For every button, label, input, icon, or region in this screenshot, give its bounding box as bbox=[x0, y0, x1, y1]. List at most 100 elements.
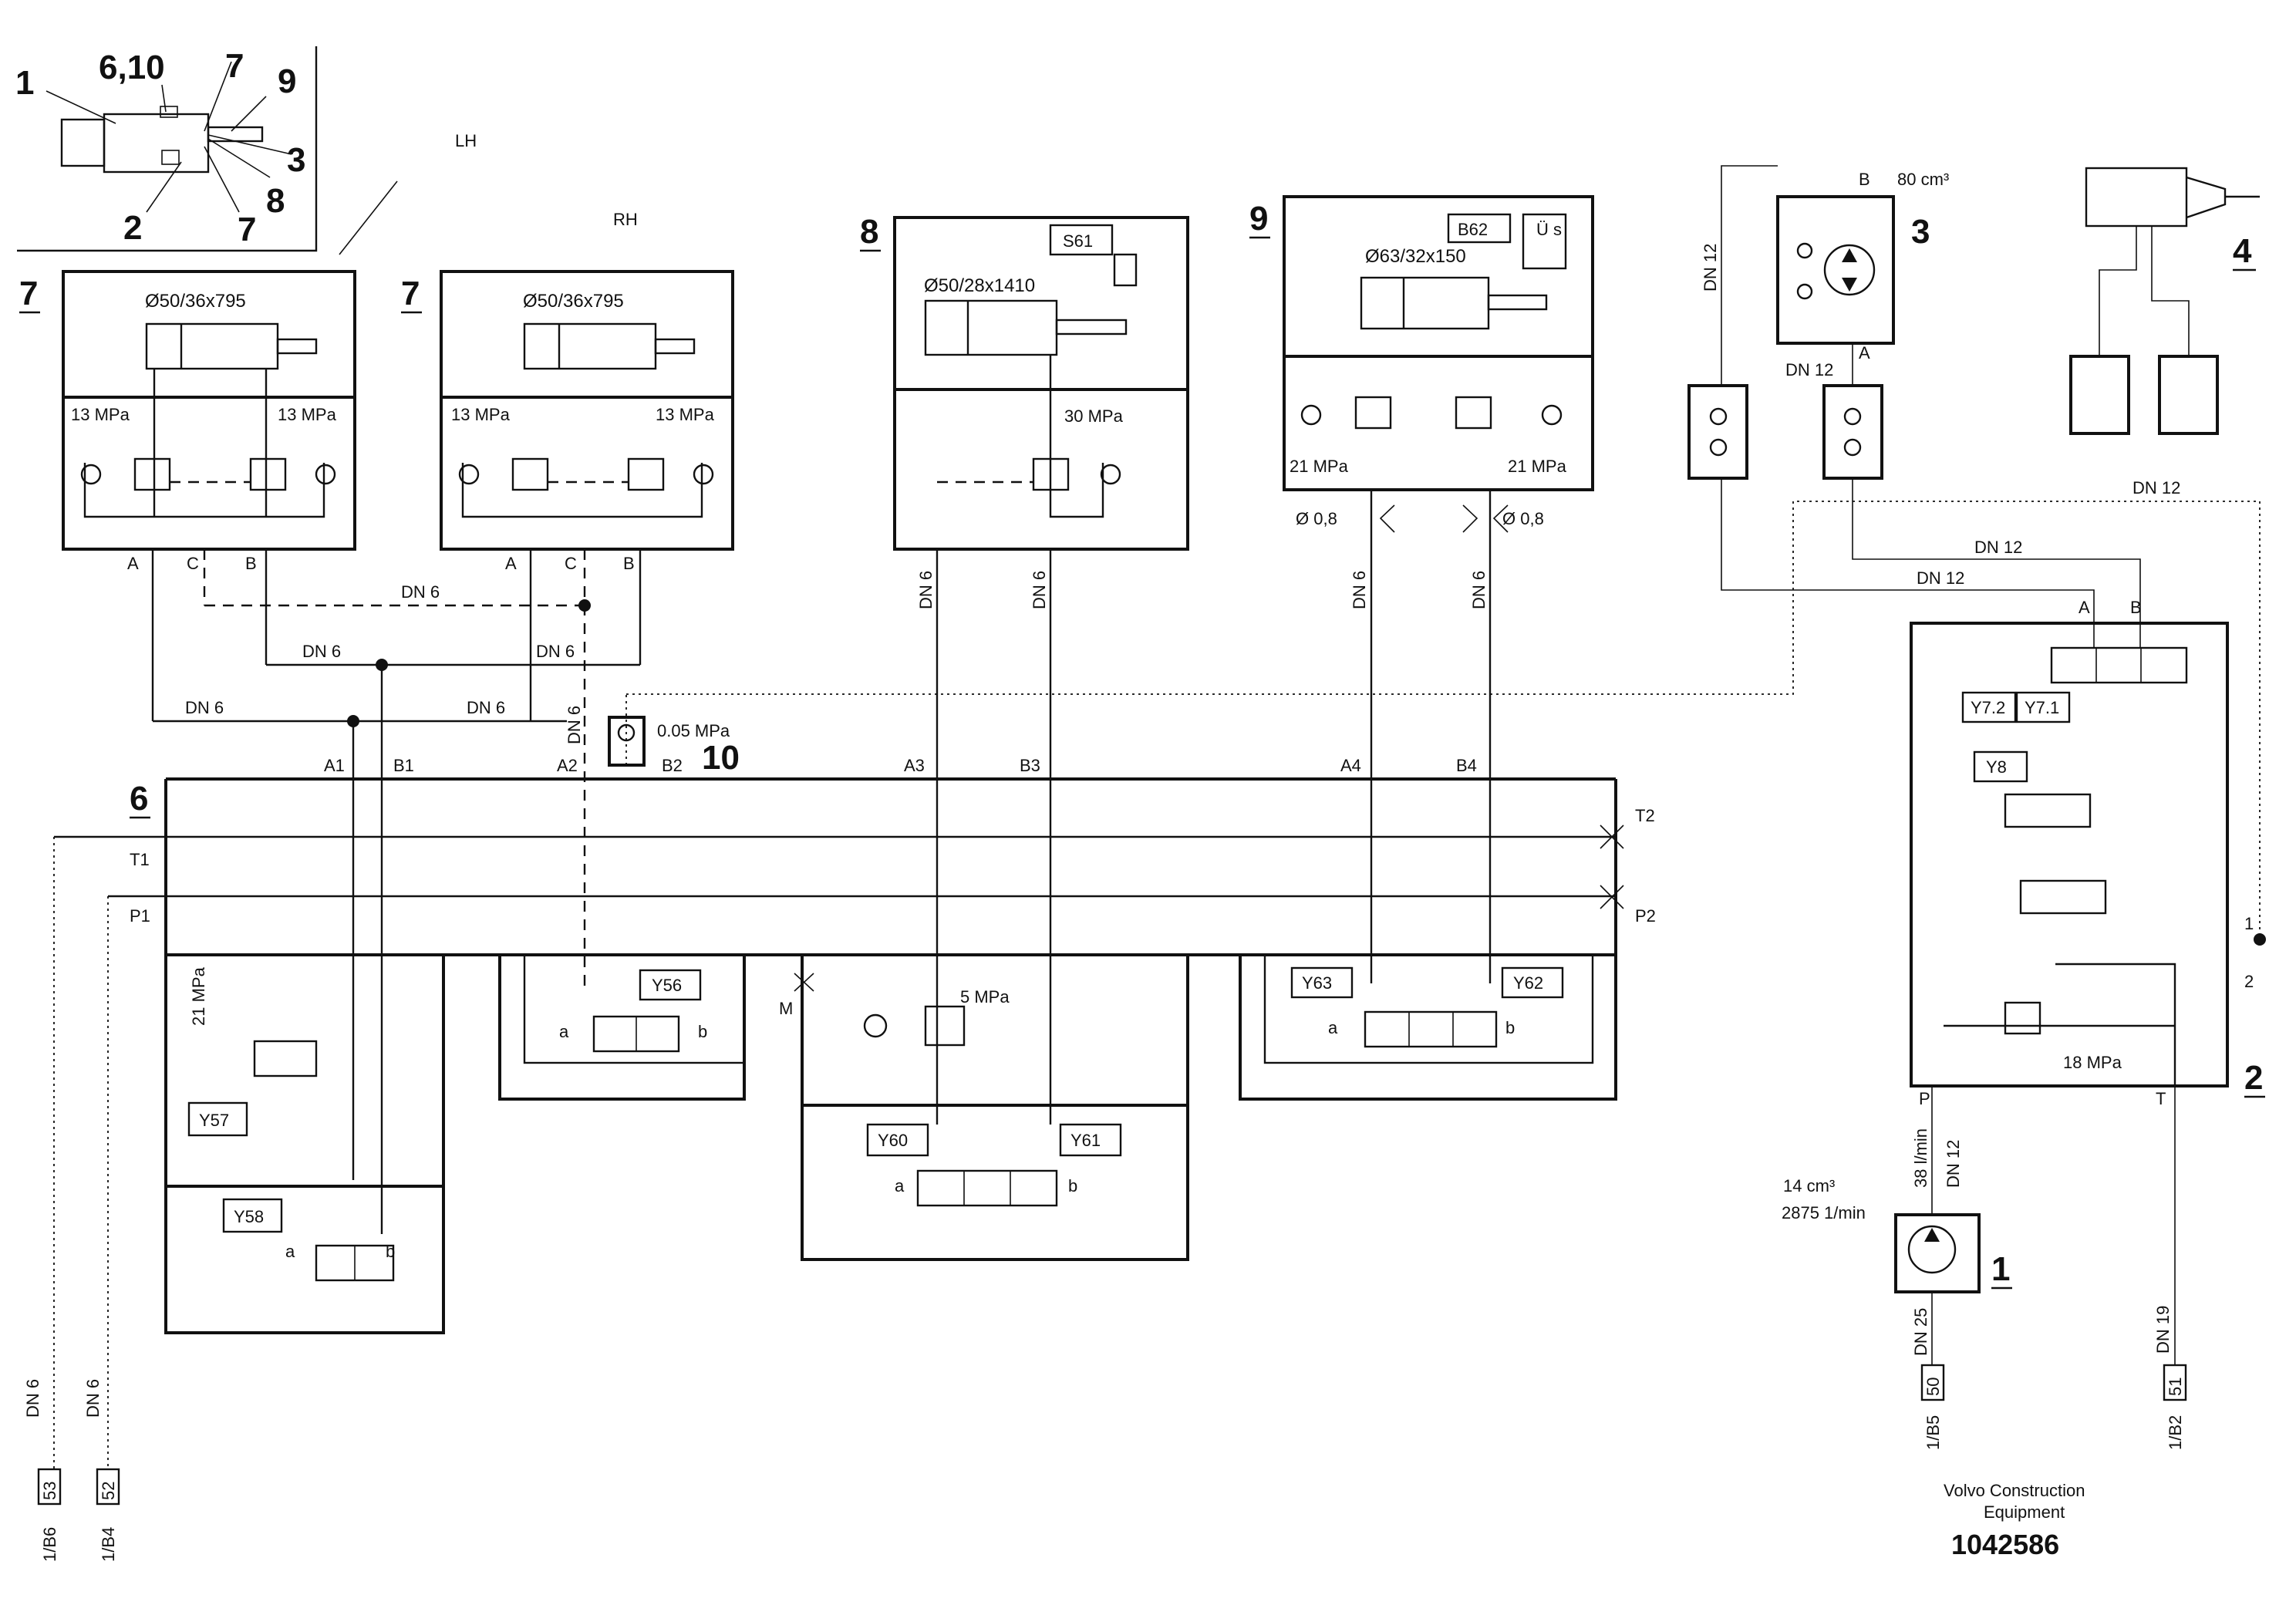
pump-flow-1: 38 l/min bbox=[1911, 1128, 1930, 1188]
section-y57-y58: 21 MPa Y57 Y58 a b bbox=[164, 953, 445, 1334]
port-t-2: T bbox=[2156, 1089, 2166, 1108]
pump-1: 14 cm³ 2875 1/min 1 38 l/min bbox=[1782, 1128, 2012, 1293]
cylinder-unit-7-lh: 7 Ø50/36x795 13 MPa 13 MPa A C B bbox=[19, 270, 356, 573]
port-a2: A2 bbox=[557, 756, 578, 775]
orifice-9-1: Ø 0,8 bbox=[1296, 509, 1337, 528]
control-valve-block-6: 6 A1 B1 A2 B2 A3 B3 A4 B4 T1 P1 T2 P2 M bbox=[54, 756, 1656, 1018]
component-number-9: 9 bbox=[1249, 200, 1268, 238]
pump-motor-3: B 80 cm³ A 3 bbox=[1776, 170, 1949, 363]
dn-label-y7: DN 12 bbox=[2132, 478, 2180, 497]
ref-1-b6: 1/B6 bbox=[40, 1527, 59, 1562]
ref-52: 52 bbox=[99, 1482, 118, 1500]
displacement-3: 80 cm³ bbox=[1897, 170, 1949, 189]
port-p-2: P bbox=[1919, 1089, 1930, 1108]
component-number-4: 4 bbox=[2233, 232, 2252, 270]
valve-tag-y8: Y8 bbox=[1986, 757, 2007, 777]
relief-pressure-7-lh-2: 13 MPa bbox=[278, 405, 337, 424]
y61-side-b: b bbox=[1068, 1176, 1077, 1195]
line-size-labels: DN 6 DN 6 DN 6 DN 6 DN 6 DN 6 DN 6 DN 6 … bbox=[23, 244, 2180, 1418]
sensor-tag-s61: S61 bbox=[1063, 231, 1093, 251]
port-b-2: B bbox=[2130, 598, 2142, 617]
ref-50: 50 bbox=[1923, 1378, 1943, 1396]
company-name-line-2: Equipment bbox=[1984, 1502, 2065, 1522]
dn-label-b-lh: DN 6 bbox=[302, 642, 341, 661]
valve-tag-y7-2: Y7.2 bbox=[1971, 698, 2005, 717]
sensor-symbol-b62: Ü s bbox=[1536, 220, 1562, 239]
ref-51: 51 bbox=[2166, 1378, 2185, 1396]
reference-tags: 53 1/B6 52 1/B4 50 1/B5 51 1/B2 bbox=[37, 1364, 2187, 1562]
orifice-9-2: Ø 0,8 bbox=[1502, 509, 1544, 528]
y56-side-b: b bbox=[698, 1022, 707, 1041]
component-number-7-rh: 7 bbox=[401, 275, 420, 312]
component-number-6: 6 bbox=[130, 780, 148, 818]
port-a-2: A bbox=[2079, 598, 2090, 617]
rh-label: RH bbox=[613, 210, 638, 229]
port-b-7-lh: B bbox=[245, 554, 257, 573]
port-t2: T2 bbox=[1635, 806, 1655, 825]
relief-pressure-7-rh-1: 13 MPa bbox=[451, 405, 511, 424]
dn-label-a4: DN 6 bbox=[1350, 571, 1369, 609]
relief-pressure-9-1: 21 MPa bbox=[1290, 457, 1349, 476]
ref-53: 53 bbox=[40, 1482, 59, 1500]
dn-label-a3: DN 6 bbox=[916, 571, 936, 609]
cylinder-dim-9: Ø63/32x150 bbox=[1365, 246, 1466, 267]
port-a3: A3 bbox=[904, 756, 925, 775]
cylinder-unit-9: 9 B62 Ü s Ø63/32x150 21 MPa 21 MPa Ø 0,8… bbox=[1249, 195, 1594, 533]
component-number-2: 2 bbox=[2244, 1059, 2263, 1097]
check-valves-3 bbox=[1687, 384, 1883, 480]
cylinder-dim-7-lh: Ø50/36x795 bbox=[145, 291, 246, 312]
dn-label-b-rh: DN 6 bbox=[536, 642, 575, 661]
dn-label-return: DN 19 bbox=[2153, 1306, 2173, 1354]
dn-label-suction: DN 25 bbox=[1911, 1308, 1930, 1356]
node-label-2: 2 bbox=[2244, 972, 2254, 991]
dn-label-b4: DN 6 bbox=[1469, 571, 1489, 609]
component-number-8: 8 bbox=[860, 213, 878, 251]
y58-side-a: a bbox=[285, 1242, 295, 1261]
port-a-3: A bbox=[1859, 343, 1870, 363]
port-t1: T1 bbox=[130, 850, 150, 869]
dn-label-t1: DN 6 bbox=[23, 1379, 42, 1418]
dn-label-a2: DN 6 bbox=[565, 706, 584, 744]
relief-pressure-2: 18 MPa bbox=[2063, 1053, 2122, 1072]
lh-label: LH bbox=[455, 131, 477, 150]
valve-tag-y57: Y57 bbox=[199, 1111, 229, 1130]
dn-label-3b: DN 12 bbox=[1701, 244, 1720, 292]
port-c-7-lh: C bbox=[187, 554, 199, 573]
ref-1-b5: 1/B5 bbox=[1923, 1415, 1943, 1450]
port-c-7-rh: C bbox=[565, 554, 577, 573]
dn-label-b3: DN 6 bbox=[1030, 571, 1049, 609]
dn-label-p1: DN 6 bbox=[83, 1379, 103, 1418]
port-a-7-rh: A bbox=[505, 554, 517, 573]
dn-label-3a: DN 12 bbox=[1785, 360, 1833, 379]
dn-label-p-2: DN 12 bbox=[1944, 1140, 1963, 1188]
port-a-7-lh: A bbox=[127, 554, 139, 573]
speed-1: 2875 1/min bbox=[1782, 1203, 1866, 1222]
port-a4: A4 bbox=[1340, 756, 1361, 775]
inset-label-2: 2 bbox=[123, 209, 142, 247]
relief-pressure-7-lh-1: 13 MPa bbox=[71, 405, 130, 424]
node-label-1: 1 bbox=[2244, 914, 2254, 933]
y58-side-b: b bbox=[386, 1242, 395, 1261]
component-number-1: 1 bbox=[1991, 1250, 2010, 1288]
component-number-3: 3 bbox=[1911, 213, 1930, 251]
document-number: 1042586 bbox=[1951, 1529, 2059, 1560]
dn-label-a-lh: DN 6 bbox=[185, 698, 224, 717]
component-number-7-lh: 7 bbox=[19, 275, 38, 312]
ref-1-b4: 1/B4 bbox=[99, 1527, 118, 1562]
relief-pressure-9-2: 21 MPa bbox=[1508, 457, 1567, 476]
inset-label-7-top: 7 bbox=[225, 47, 244, 85]
inset-label-1: 1 bbox=[15, 64, 34, 102]
component-number-10: 10 bbox=[702, 739, 740, 777]
check-pressure-10: 0.05 MPa bbox=[657, 721, 730, 740]
port-b1: B1 bbox=[393, 756, 414, 775]
port-b4: B4 bbox=[1456, 756, 1477, 775]
port-b-3: B bbox=[1859, 170, 1870, 189]
valve-tag-y58: Y58 bbox=[234, 1207, 264, 1226]
port-b-7-rh: B bbox=[623, 554, 635, 573]
accumulator-4: 4 bbox=[2069, 167, 2260, 435]
dn-label-a-2: DN 12 bbox=[1917, 568, 1964, 588]
section-y56: Y56 a b bbox=[498, 953, 746, 1101]
section-y60-y61: 5 MPa Y60 Y61 a b bbox=[801, 953, 1189, 1261]
dn-label-c: DN 6 bbox=[401, 582, 440, 602]
relief-pressure-m: 5 MPa bbox=[960, 987, 1010, 1007]
